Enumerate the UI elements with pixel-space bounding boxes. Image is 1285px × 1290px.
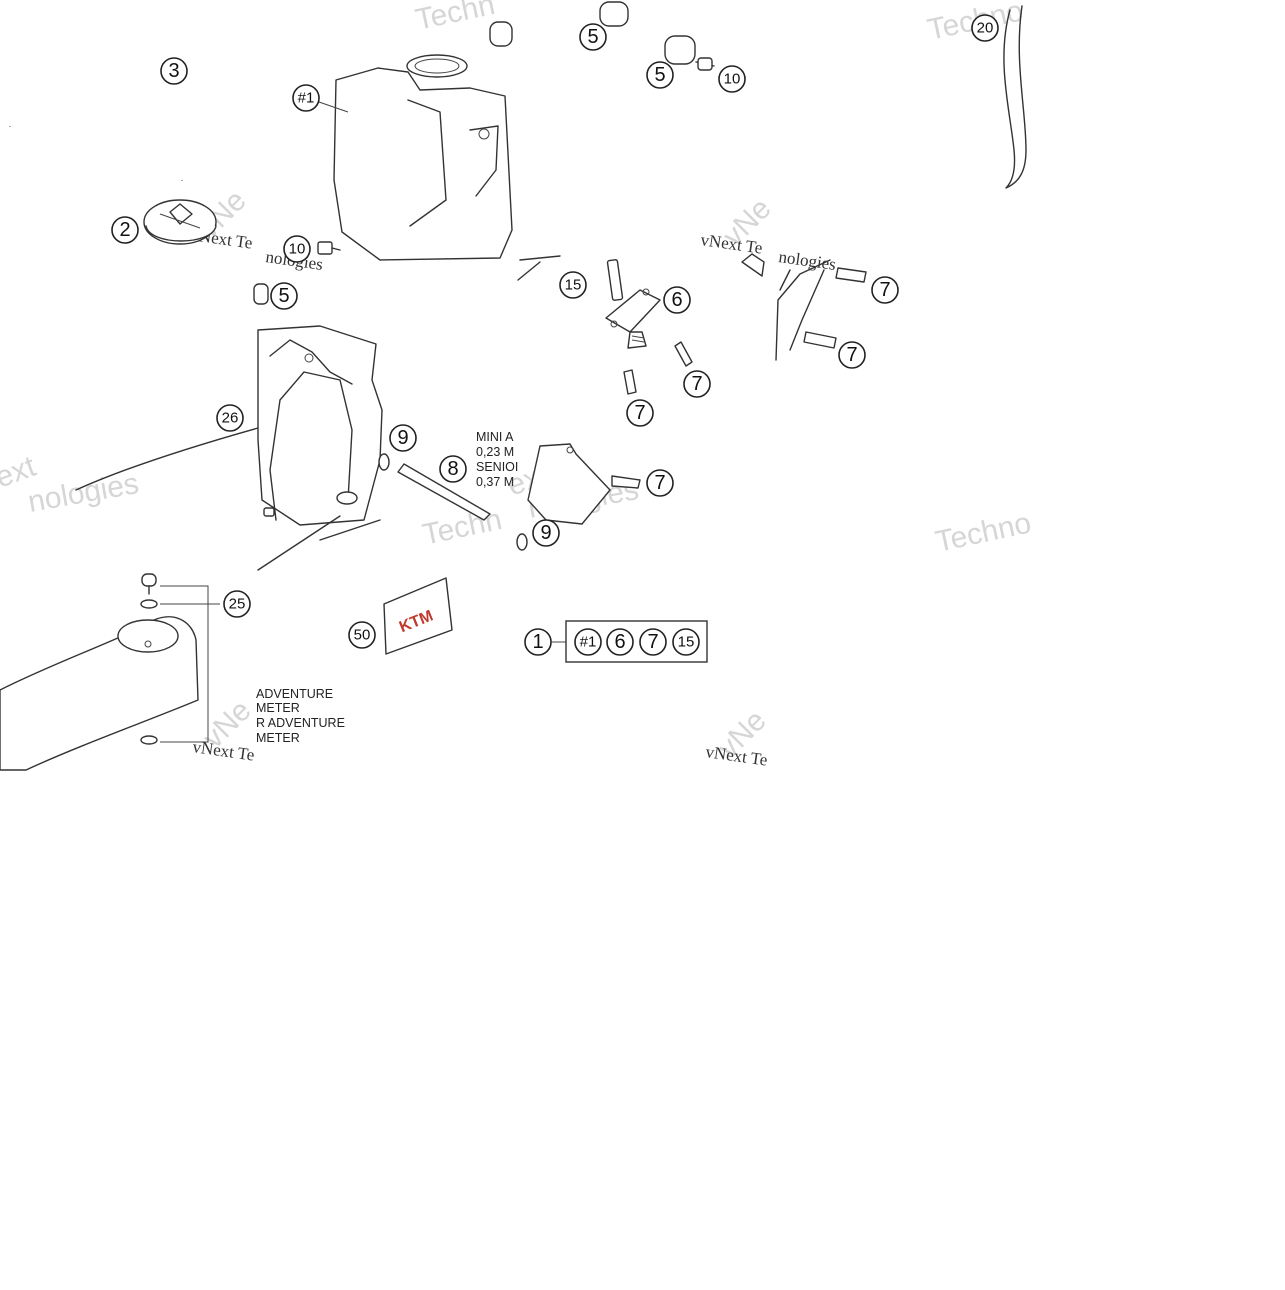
callout-50-label: 50 — [354, 627, 371, 644]
kit-item-2[interactable]: 7 — [639, 628, 667, 656]
callout-7-e[interactable]: 7 — [838, 341, 866, 369]
callout-7-a[interactable]: 7 — [683, 370, 711, 398]
callout-7-c-label: 7 — [654, 472, 665, 494]
callout-9-b-label: 9 — [540, 522, 551, 544]
callout-5-a[interactable]: 5 — [270, 282, 298, 310]
watermark-techno-a: Techn — [413, 0, 498, 37]
fuel-tank-upper-shape — [333, 21, 513, 261]
note-tank-a-4: 0,37 M — [476, 475, 514, 489]
clamp-9-a-shape — [378, 453, 390, 471]
watermark-ologies-a: nologies — [25, 467, 141, 519]
callout-5-b[interactable]: 5 — [579, 23, 607, 51]
kit-item-3-label: 15 — [678, 634, 695, 651]
tank-lower-shape — [0, 573, 220, 771]
callout-8-label: 8 — [447, 458, 458, 480]
callout-7-a-label: 7 — [691, 373, 702, 395]
callout-25-label: 25 — [229, 596, 246, 613]
frame-lines-shape — [775, 259, 831, 361]
bracket-hole — [566, 446, 574, 454]
hose-15-shape — [517, 255, 561, 281]
bolt-10-shape — [317, 241, 341, 255]
callout-7-b[interactable]: 7 — [626, 399, 654, 427]
bracket-shape — [527, 443, 611, 525]
callout-7-d-label: 7 — [879, 279, 890, 301]
kit-item-0[interactable]: #1 — [574, 628, 602, 656]
hose-8-shape — [397, 463, 491, 521]
callout-9-b[interactable]: 9 — [532, 519, 560, 547]
callout-hash-1-tank[interactable]: #1 — [292, 84, 320, 112]
callout-5-a-label: 5 — [278, 285, 289, 307]
note-tank-a-1: MINI A — [476, 430, 514, 444]
fuel-cap-shape — [143, 199, 217, 245]
callout-7-e-label: 7 — [846, 344, 857, 366]
kit-item-1-label: 6 — [614, 631, 625, 653]
kit-item-3[interactable]: 15 — [672, 628, 700, 656]
hose-3-inner — [8, 27, 184, 181]
callout-20-label: 20 — [977, 20, 994, 37]
callout-50[interactable]: 50 — [348, 621, 376, 649]
callout-25[interactable]: 25 — [223, 590, 251, 618]
note-tank-a-2: 0,23 M — [476, 445, 514, 459]
callout-10-a[interactable]: 10 — [283, 235, 311, 263]
tank-size-notes: MINI A 0,23 M SENIOI 0,37 M ADVENTURE ME… — [256, 430, 518, 745]
callout-5-c[interactable]: 5 — [646, 61, 674, 89]
watermark-techno-d: Techno — [933, 506, 1034, 558]
kit-item-2-label: 7 — [647, 631, 658, 653]
note-tank-b-3: R ADVENTURE — [256, 716, 345, 730]
spacer-5-left-shape — [253, 283, 269, 305]
kit-group: 1 #1 6 7 15 — [524, 620, 708, 663]
note-tank-b-4: METER — [256, 731, 300, 745]
clamp-9-b-shape — [516, 533, 528, 551]
callout-9-a-label: 9 — [397, 427, 408, 449]
callout-26-label: 26 — [222, 410, 239, 427]
callout-26[interactable]: 26 — [216, 404, 244, 432]
spacer-upper-shape — [599, 1, 715, 71]
callout-7-b-label: 7 — [634, 402, 645, 424]
callout-10-b-label: 10 — [724, 71, 741, 88]
callout-1-kit[interactable]: 1 — [524, 628, 552, 656]
callout-15-label: 15 — [565, 277, 582, 294]
screw-set-shape — [611, 267, 867, 489]
decal-50-shape: KTM — [383, 577, 453, 655]
callout-7-c[interactable]: 7 — [646, 469, 674, 497]
shroud-lower-shape — [257, 515, 381, 571]
hose-3-shape — [9, 28, 183, 181]
note-tank-b-1: ADVENTURE — [256, 687, 333, 701]
callout-hash-1-tank-label: #1 — [298, 90, 315, 107]
callout-5-c-label: 5 — [654, 64, 665, 86]
fuel-line-upper-shape — [741, 253, 765, 277]
kit-item-0-label: #1 — [580, 634, 597, 651]
watermark-vnext-d: vNext Te — [704, 742, 768, 769]
callout-10-a-label: 10 — [289, 241, 306, 258]
fuel-tap-shape — [605, 259, 661, 349]
kit-item-1[interactable]: 6 — [606, 628, 634, 656]
callout-6-label: 6 — [671, 289, 682, 311]
callout-7-d[interactable]: 7 — [871, 276, 899, 304]
note-tank-b-2: METER — [256, 701, 300, 715]
callout-3[interactable]: 3 — [160, 57, 188, 85]
watermark-techno-c: Techn — [420, 503, 505, 552]
callout-3-label: 3 — [168, 60, 179, 82]
callout-5-b-label: 5 — [587, 26, 598, 48]
callout-2[interactable]: 2 — [111, 216, 139, 244]
leader-hash-1 — [318, 101, 349, 113]
callout-9-a[interactable]: 9 — [389, 424, 417, 452]
callout-15[interactable]: 15 — [559, 271, 587, 299]
callout-2-label: 2 — [119, 219, 130, 241]
callout-1-kit-label: 1 — [532, 631, 543, 653]
note-tank-a-3: SENIOI — [476, 460, 518, 474]
seat-26-shape — [75, 427, 259, 491]
callout-6[interactable]: 6 — [663, 286, 691, 314]
callout-8[interactable]: 8 — [439, 455, 467, 483]
shroud-20-shape — [1003, 5, 1027, 189]
tank-shroud-shape — [257, 325, 383, 526]
callout-10-b[interactable]: 10 — [718, 65, 746, 93]
callout-20[interactable]: 20 — [971, 14, 999, 42]
watermark-vnext-c: vNext Te — [191, 737, 255, 764]
